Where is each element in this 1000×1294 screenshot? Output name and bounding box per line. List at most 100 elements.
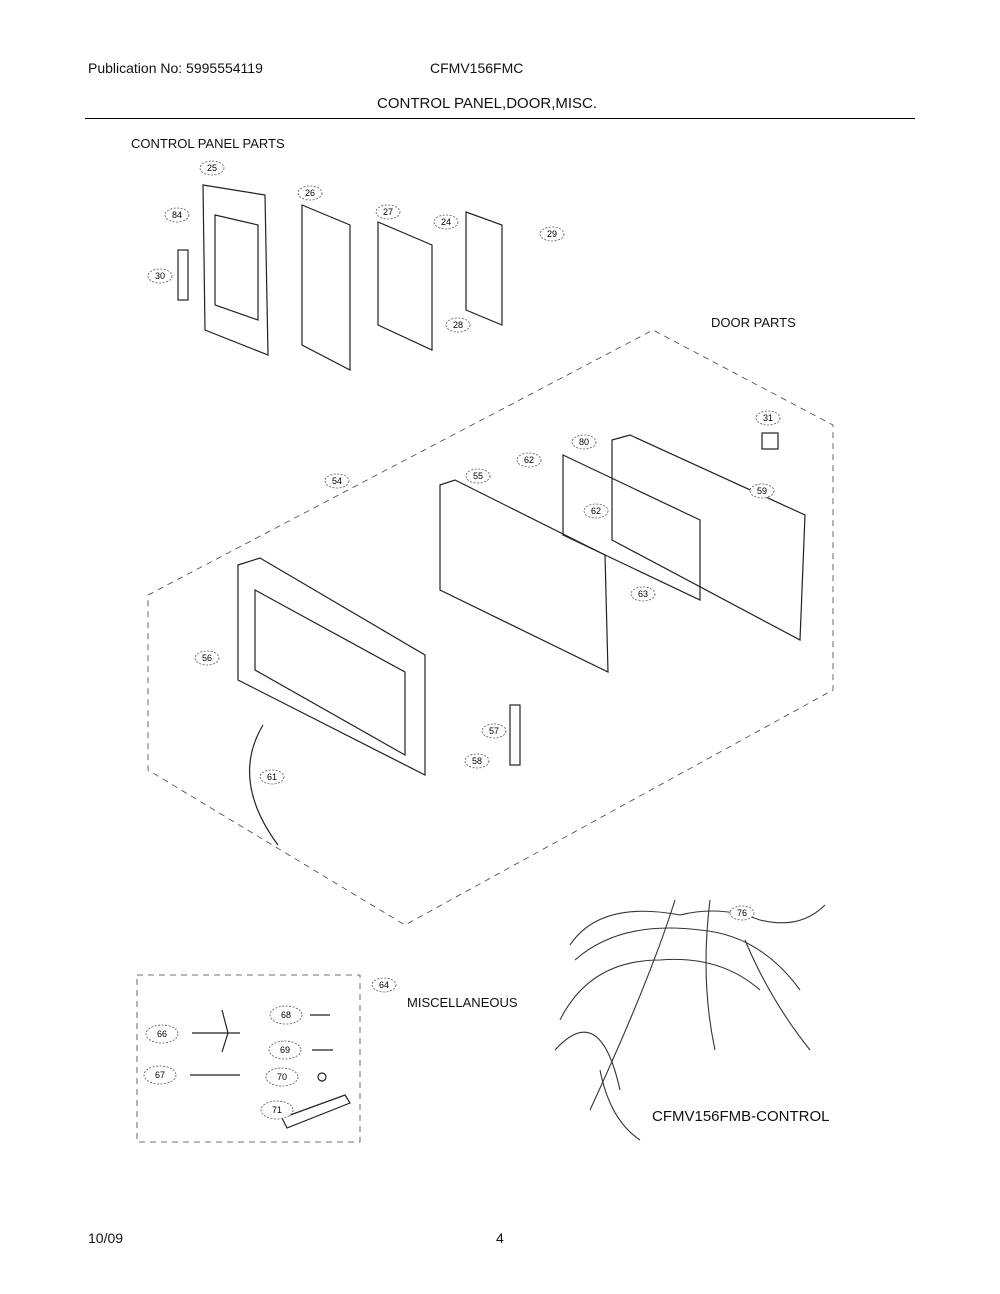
callout-67: 67 — [143, 1065, 177, 1085]
callout-30: 30 — [147, 268, 173, 284]
callout-bubble — [755, 410, 781, 426]
latch — [509, 704, 521, 766]
callout-label: 25 — [207, 163, 217, 173]
callout-label: 31 — [763, 413, 773, 423]
callout-bubble — [445, 317, 471, 333]
callout-bubble — [199, 160, 225, 176]
callout-bubble — [375, 204, 401, 220]
callout-bubble — [729, 905, 755, 921]
callout-68: 68 — [269, 1005, 303, 1025]
door-frame — [439, 479, 609, 673]
callout-26: 26 — [297, 185, 323, 201]
section-title-door: DOOR PARTS — [711, 315, 796, 330]
callout-bubble — [145, 1024, 179, 1044]
callout-bubble — [324, 473, 350, 489]
callout-label: 59 — [757, 486, 767, 496]
section-title-control-panel: CONTROL PANEL PARTS — [131, 136, 285, 151]
callout-bubble — [269, 1005, 303, 1025]
callout-label: 70 — [277, 1072, 287, 1082]
callout-label: 30 — [155, 271, 165, 281]
membrane-switch — [301, 204, 351, 371]
page-title: CONTROL PANEL,DOOR,MISC. — [377, 95, 598, 112]
callout-label: 67 — [155, 1070, 165, 1080]
callout-58: 58 — [464, 753, 490, 769]
callout-label: 69 — [280, 1045, 290, 1055]
callout-61: 61 — [259, 769, 285, 785]
model-number: CFMV156FMC — [430, 60, 524, 76]
door-glass — [562, 454, 701, 601]
callout-label: 63 — [638, 589, 648, 599]
section-title-control: CFMV156FMB-CONTROL — [652, 1108, 830, 1125]
callout-76: 76 — [729, 905, 755, 921]
callout-label: 62 — [524, 455, 534, 465]
callout-24: 24 — [433, 214, 459, 230]
callout-label: 24 — [441, 217, 451, 227]
callout-66: 66 — [145, 1024, 179, 1044]
callout-label: 62 — [591, 506, 601, 516]
callout-63: 63 — [630, 586, 656, 602]
callout-label: 54 — [332, 476, 342, 486]
callout-59: 59 — [749, 483, 775, 499]
page-number: 4 — [496, 1230, 504, 1246]
callout-bubble — [465, 468, 491, 484]
callout-bubble — [539, 226, 565, 242]
door-parts-boundary — [147, 329, 834, 926]
hinge — [761, 432, 779, 450]
callout-bubble — [268, 1040, 302, 1060]
header-divider — [85, 118, 915, 119]
callout-label: 26 — [305, 188, 315, 198]
callout-bubble — [371, 977, 397, 993]
section-title-misc: MISCELLANEOUS — [407, 995, 518, 1010]
callout-bubble — [464, 753, 490, 769]
callout-label: 56 — [202, 653, 212, 663]
callout-bubble — [749, 483, 775, 499]
callout-bubble — [583, 503, 609, 519]
callout-label: 28 — [453, 320, 463, 330]
callout-label: 66 — [157, 1029, 167, 1039]
callout-62: 62 — [516, 452, 542, 468]
callout-label: 61 — [267, 772, 277, 782]
callout-29: 29 — [539, 226, 565, 242]
callout-55: 55 — [465, 468, 491, 484]
callout-bubble — [260, 1100, 294, 1120]
callout-label: 55 — [473, 471, 483, 481]
wire-harness — [554, 899, 826, 1141]
callout-label: 76 — [737, 908, 747, 918]
misc-parts-boundary — [136, 974, 361, 1143]
callout-bubble — [259, 769, 285, 785]
callout-64: 64 — [371, 977, 397, 993]
callout-bubble — [433, 214, 459, 230]
callout-bubble — [630, 586, 656, 602]
door-choke — [237, 557, 426, 776]
door-panel — [611, 434, 806, 641]
callout-label: 80 — [579, 437, 589, 447]
footer-date: 10/09 — [88, 1230, 124, 1246]
callout-bubble — [143, 1065, 177, 1085]
callout-71: 71 — [260, 1100, 294, 1120]
spacer-bracket — [281, 1094, 351, 1129]
callout-label: 58 — [472, 756, 482, 766]
door-handle — [248, 724, 279, 846]
callout-bubble — [297, 185, 323, 201]
callout-label: 27 — [383, 207, 393, 217]
callout-label: 84 — [172, 210, 182, 220]
callout-28: 28 — [445, 317, 471, 333]
callout-bubble — [516, 452, 542, 468]
callout-27: 27 — [375, 204, 401, 220]
callout-label: 57 — [489, 726, 499, 736]
callout-label: 68 — [281, 1010, 291, 1020]
callout-bubble — [265, 1067, 299, 1087]
callout-31: 31 — [755, 410, 781, 426]
callout-69: 69 — [268, 1040, 302, 1060]
toggle-bolt — [192, 1009, 240, 1053]
callout-80: 80 — [571, 434, 597, 450]
callout-bubble — [481, 723, 507, 739]
label-part — [177, 249, 189, 301]
callout-label: 71 — [272, 1105, 282, 1115]
callout-62: 62 — [583, 503, 609, 519]
callout-bubble — [194, 650, 220, 666]
callout-57: 57 — [481, 723, 507, 739]
washer — [317, 1072, 327, 1082]
callout-56: 56 — [194, 650, 220, 666]
